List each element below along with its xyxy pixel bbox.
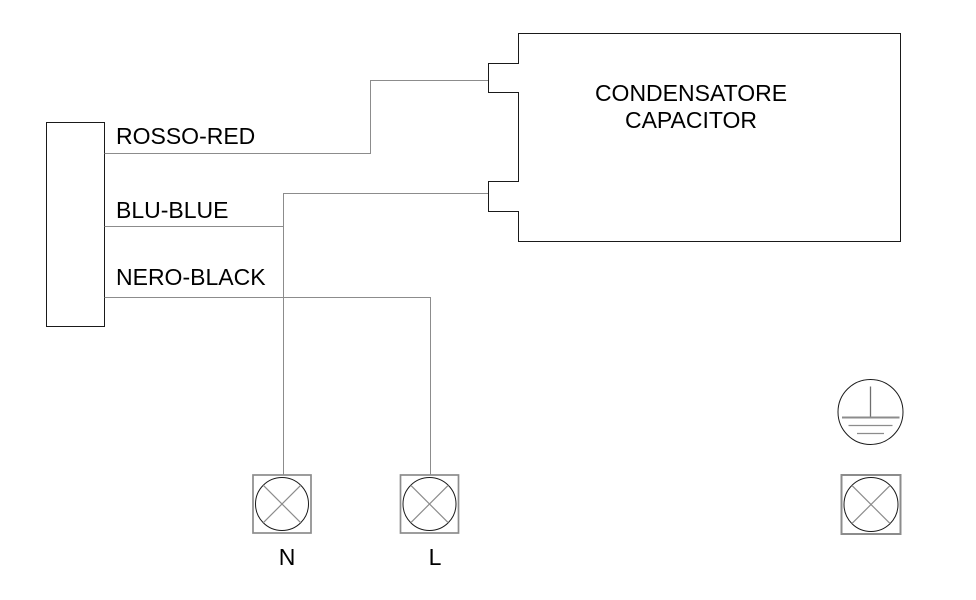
circle-cross-terminal-icon (840, 474, 902, 535)
lamp-box (840, 474, 902, 535)
terminal-n-circle (255, 477, 309, 531)
terminal-n-cross-line2 (262, 484, 302, 524)
lamp-cross-line2 (851, 484, 891, 525)
capacitor-label: CONDENSATORE CAPACITOR (488, 80, 894, 134)
terminal-n-symbol (252, 474, 312, 534)
terminal-n-box (252, 474, 312, 534)
terminal-l-symbol (399, 474, 460, 534)
capacitor-outline (488, 33, 901, 242)
lamp-circle (843, 477, 899, 532)
terminal-label-l: L (428, 544, 442, 570)
capacitor-label-line2: CAPACITOR (624, 107, 758, 133)
wire-label-rosso-red: ROSSO-RED (116, 123, 256, 149)
terminal-l-circle (402, 477, 457, 531)
terminal-l-box (399, 474, 460, 534)
black-wire (104, 297, 431, 475)
blue-wire-vertical (283, 193, 488, 475)
capacitor-label-line1: CONDENSATORE (594, 80, 788, 106)
red-wire (104, 80, 488, 154)
terminal-l-cross-line2 (410, 484, 449, 524)
wire-label-nero-black: NERO-BLACK (116, 264, 266, 290)
wire-label-blu-blue: BLU-BLUE (116, 197, 229, 223)
protective-earth-icon (837, 379, 904, 445)
terminal-label-n: N (278, 544, 296, 570)
earth-circle (837, 379, 904, 445)
connector-block (46, 122, 105, 327)
